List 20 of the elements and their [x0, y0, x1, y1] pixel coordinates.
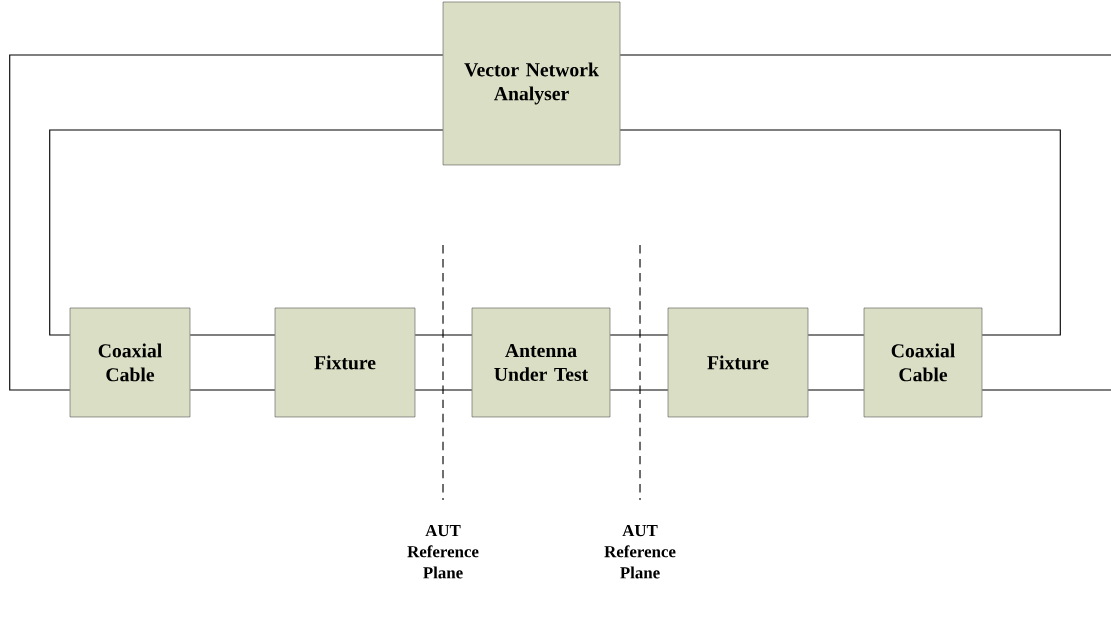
- process-box: Fixture: [274, 307, 416, 418]
- connector-line: [619, 54, 1111, 391]
- connector-line: [609, 334, 669, 336]
- process-box: Coaxial Cable: [863, 307, 983, 418]
- connector-line: [414, 389, 473, 391]
- connector-line: [414, 334, 473, 336]
- process-box: Vector Network Analyser: [442, 1, 621, 166]
- connector-line: [9, 54, 444, 391]
- plane-label: AUT Reference Plane: [604, 524, 676, 579]
- connector-line: [609, 389, 669, 391]
- process-box: Fixture: [667, 307, 809, 418]
- connector-line: [807, 334, 865, 336]
- connector-line: [619, 129, 1061, 336]
- connector-line: [49, 129, 444, 336]
- plane-label: AUT Reference Plane: [407, 524, 479, 579]
- process-box: Antenna Under Test: [471, 307, 611, 418]
- process-box: Coaxial Cable: [69, 307, 191, 418]
- connector-line: [189, 389, 276, 391]
- connector-line: [807, 389, 865, 391]
- connector-line: [189, 334, 276, 336]
